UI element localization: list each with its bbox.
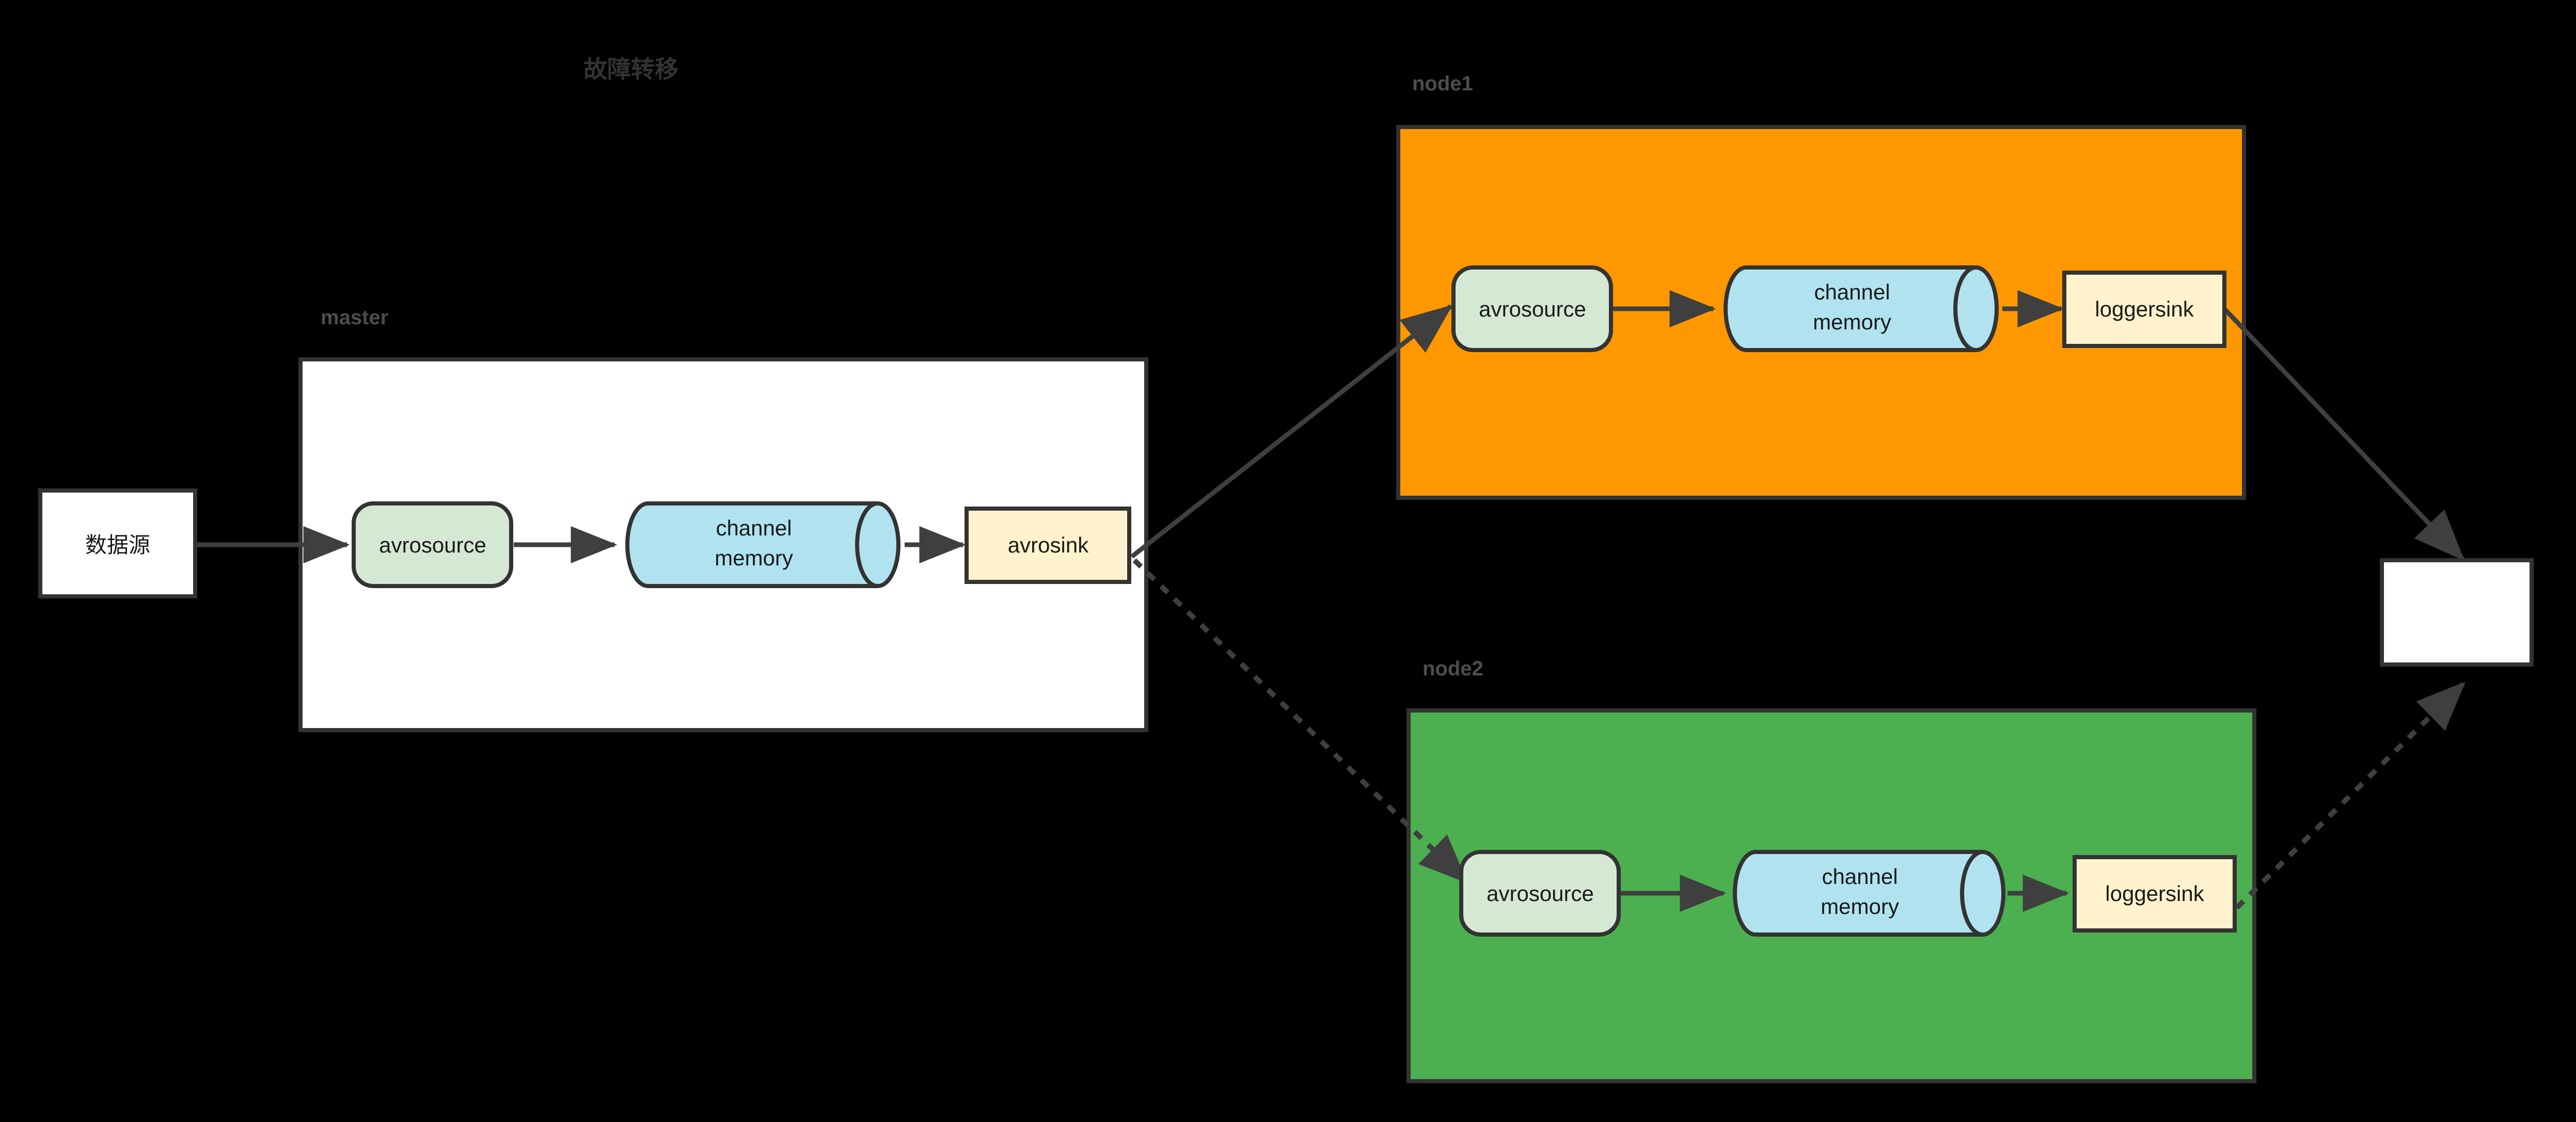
node-node1-avrosource-label: avrosource bbox=[1479, 297, 1586, 321]
node-datasource[interactable]: 数据源 bbox=[38, 488, 197, 598]
page-title: 故障转移 bbox=[583, 56, 678, 83]
node-destination[interactable] bbox=[2380, 558, 2534, 667]
node-node2-channel[interactable]: channel memory bbox=[1733, 850, 2005, 937]
node-master-channel-label-line2: memory bbox=[715, 546, 793, 570]
node-node2-channel-label-line1: channel bbox=[1822, 864, 1898, 889]
node-master-avrosink[interactable]: avrosink bbox=[965, 507, 1131, 584]
edge-node1-sink-to-destination bbox=[2222, 306, 2465, 561]
group-label-master: master bbox=[321, 306, 388, 329]
node-master-channel-label-line1: channel bbox=[716, 516, 792, 540]
node-master-avrosource-label: avrosource bbox=[379, 533, 486, 557]
node-node2-avrosource-label: avrosource bbox=[1487, 881, 1594, 906]
node-node1-avrosource[interactable]: avrosource bbox=[1451, 265, 1613, 352]
edge-master-sink-to-node1-source bbox=[1130, 304, 1453, 559]
node-node1-channel-label-line1: channel bbox=[1814, 280, 1890, 304]
node-node2-loggersink[interactable]: loggersink bbox=[2073, 855, 2237, 933]
group-label-node1: node1 bbox=[1412, 72, 1473, 95]
node-node2-avrosource[interactable]: avrosource bbox=[1459, 850, 1621, 937]
node-datasource-label: 数据源 bbox=[85, 532, 150, 558]
node-node1-channel[interactable]: channel memory bbox=[1724, 265, 1999, 352]
node-node2-loggersink-label: loggersink bbox=[2105, 881, 2204, 906]
node-node1-loggersink-label: loggersink bbox=[2095, 297, 2194, 321]
group-label-node2: node2 bbox=[1423, 657, 1483, 680]
node-master-channel[interactable]: channel memory bbox=[625, 501, 900, 588]
node-node1-channel-label-line2: memory bbox=[1813, 310, 1891, 334]
node-master-avrosource[interactable]: avrosource bbox=[352, 501, 513, 588]
node-master-avrosink-label: avrosink bbox=[1008, 533, 1089, 557]
edge-node2-sink-to-destination bbox=[2235, 682, 2466, 910]
node-node2-channel-label-line2: memory bbox=[1821, 894, 1899, 919]
edge-master-sink-to-node2-source bbox=[1132, 558, 1468, 883]
node-node1-loggersink[interactable]: loggersink bbox=[2062, 271, 2226, 348]
